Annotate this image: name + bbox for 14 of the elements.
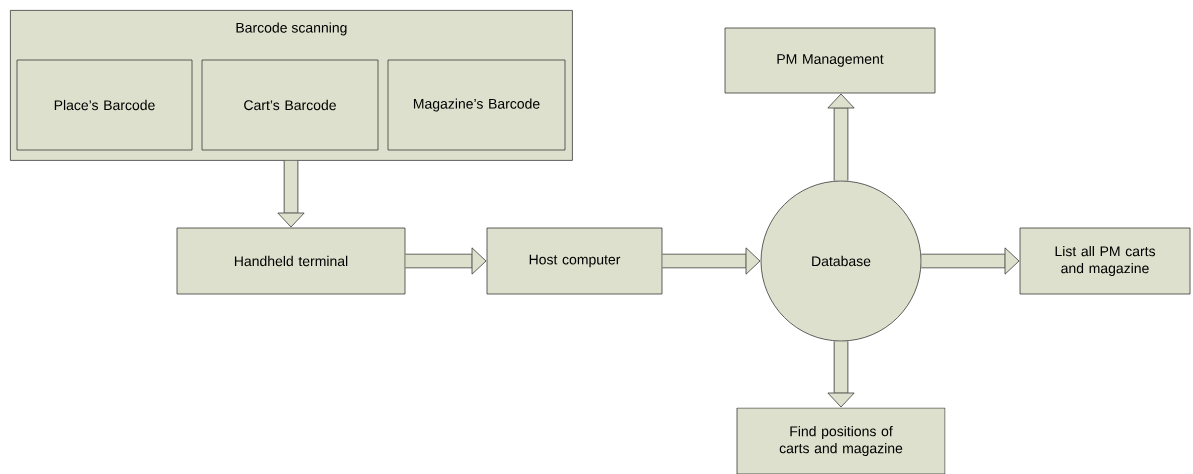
block-arrow: [921, 247, 1020, 275]
block-arrow: [827, 93, 855, 181]
process-box: PM Management: [724, 27, 936, 94]
process-box: Magazine’s Barcode: [387, 59, 566, 151]
process-box: Host computer: [486, 227, 663, 295]
process-box: Cart’s Barcode: [201, 59, 379, 151]
process-box: List all PM carts and magazine: [1019, 227, 1191, 295]
block-arrow: [405, 247, 487, 275]
process-box: Handheld terminal: [176, 227, 406, 295]
process-box: Find positions of carts and magazine: [736, 407, 946, 474]
block-arrow: [277, 160, 305, 228]
process-box: Place’s Barcode: [16, 59, 193, 151]
block-arrow: [662, 247, 761, 275]
block-arrow: [827, 341, 855, 408]
